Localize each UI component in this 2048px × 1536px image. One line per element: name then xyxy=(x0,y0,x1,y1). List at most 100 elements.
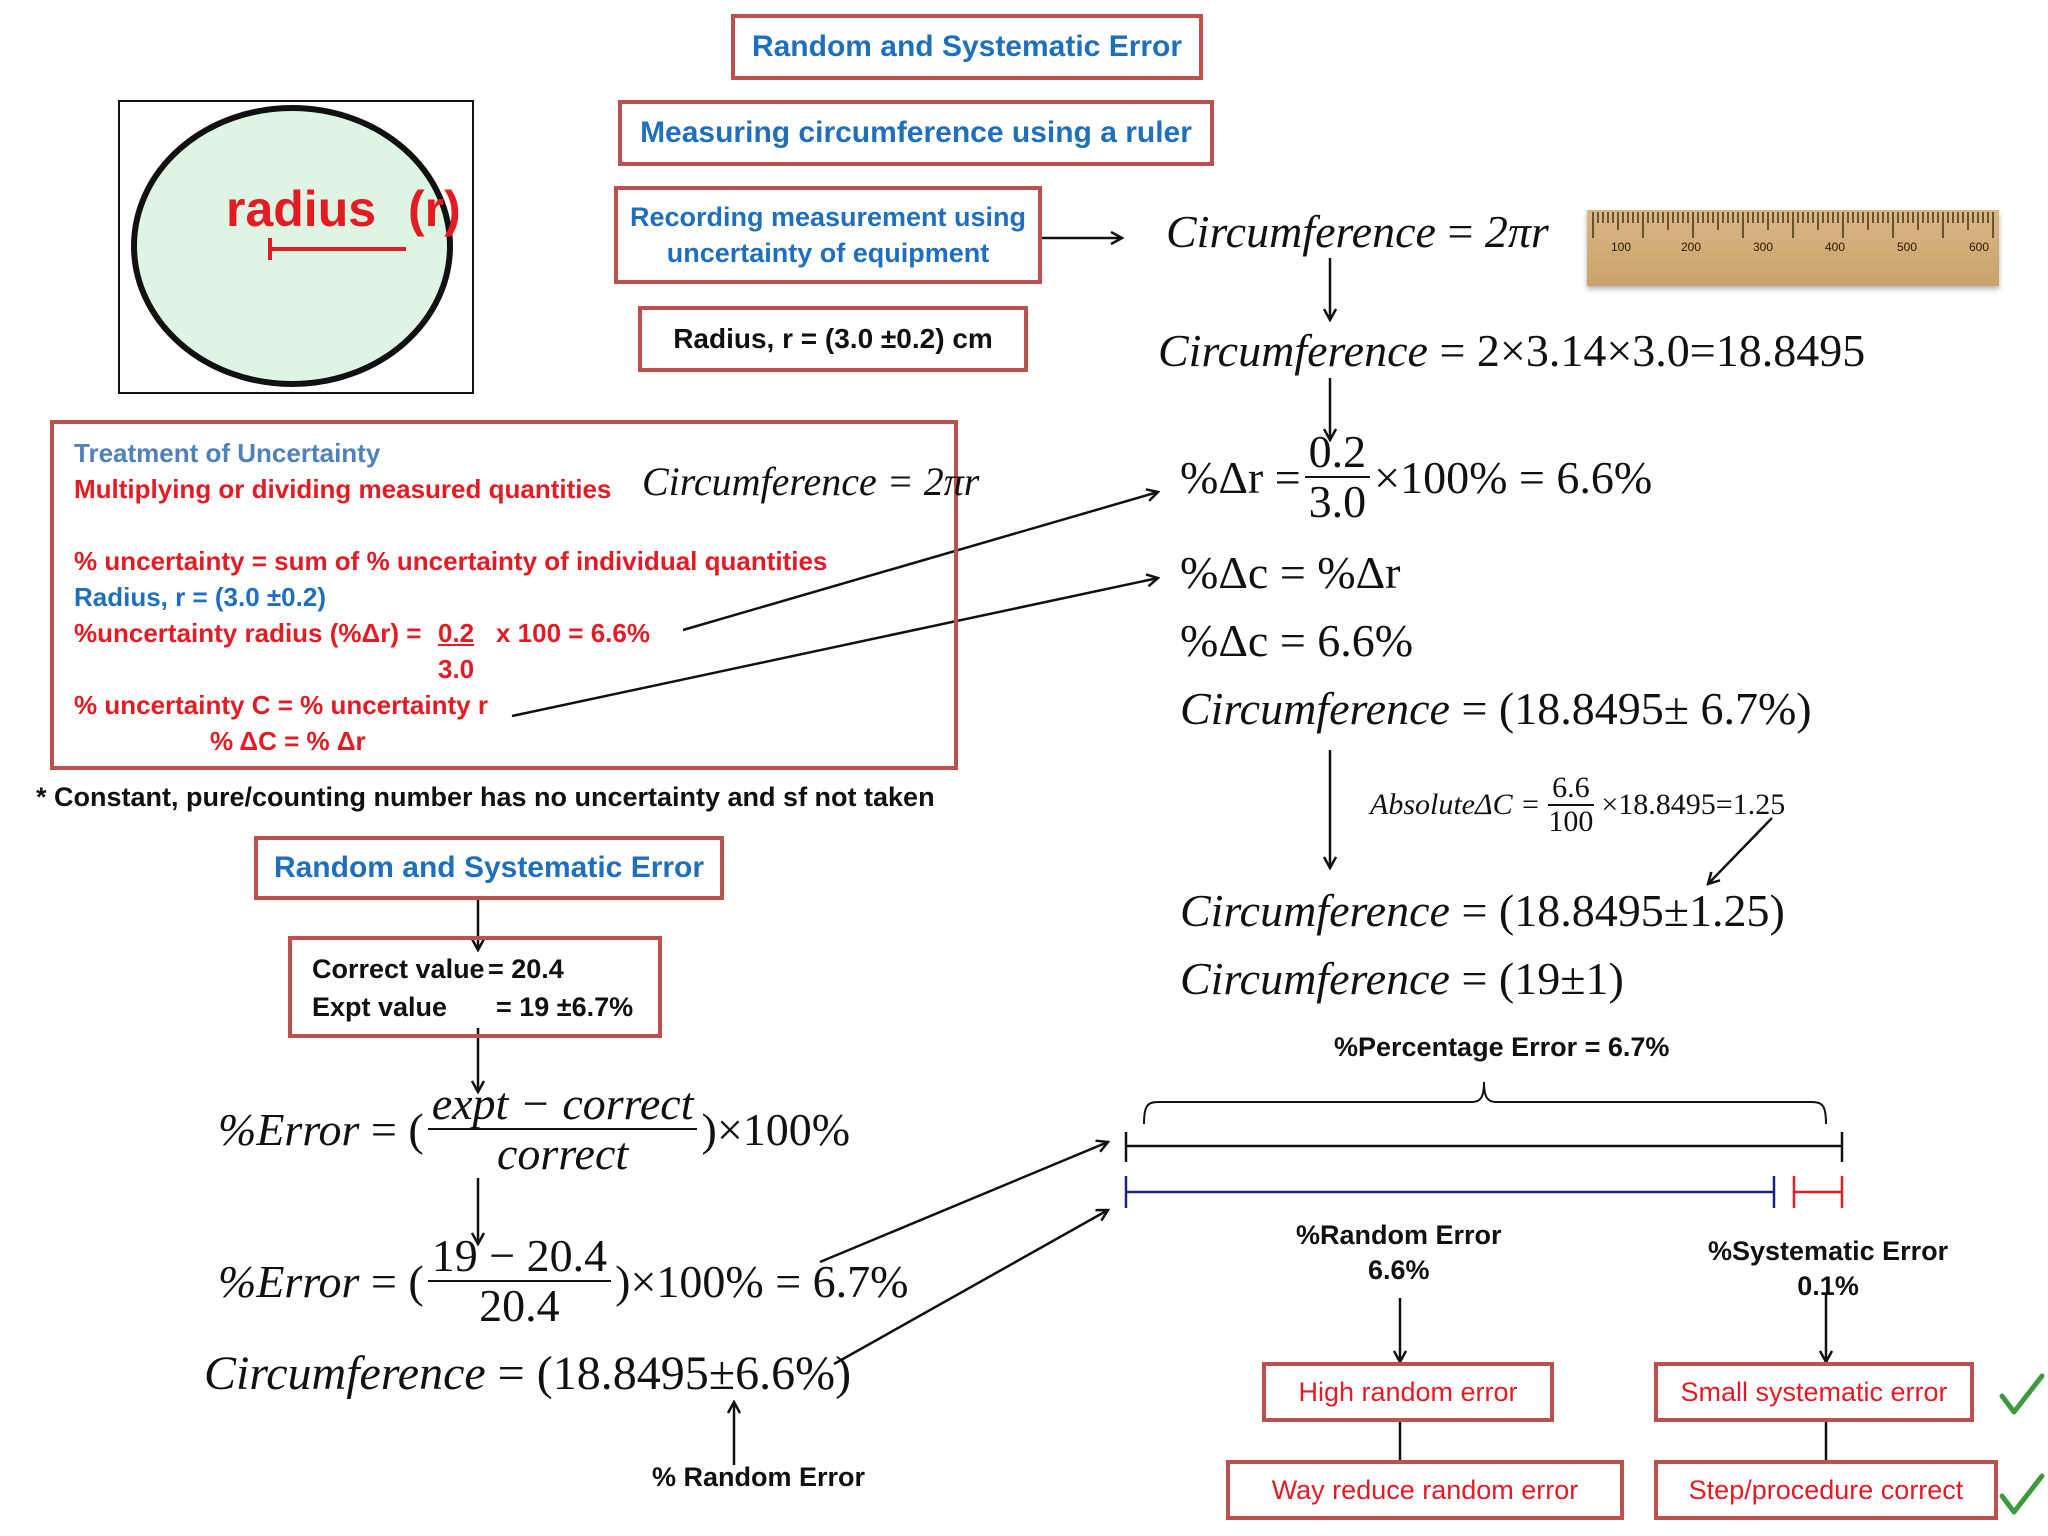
arrow-abs-to-circ4 xyxy=(1708,817,1773,884)
high-random-box: High random error xyxy=(1262,1362,1554,1422)
err2-den: 20.4 xyxy=(479,1280,560,1332)
systematic-error-value: 0.1% xyxy=(1797,1271,1859,1302)
ruler-label-400: 400 xyxy=(1825,240,1846,254)
correct-value: = 20.4 xyxy=(488,954,564,984)
circ-random-equals: = xyxy=(485,1347,537,1400)
percentage-error-label: %Percentage Error = 6.7% xyxy=(1334,1032,1670,1062)
pct-radius-den: 3.0 xyxy=(438,654,475,684)
err-den: correct xyxy=(497,1128,629,1180)
err-num: expt − correct xyxy=(427,1079,698,1131)
radius-box-text: Radius, r = (3.0 ±0.2) cm xyxy=(673,323,993,354)
reduce-random-box: Way reduce random error xyxy=(1226,1460,1624,1520)
err-lhs: %Error xyxy=(218,1103,360,1155)
arrow-pct-c-to-dc xyxy=(511,578,1158,718)
abs-den: 100 xyxy=(1548,804,1594,838)
delta-c-formula-2: %Δc = 6.6% xyxy=(1180,615,1414,666)
circ-random-formula: Circumference = (18.8495±6.6%) xyxy=(204,1346,851,1401)
arrow-error2-to-bars xyxy=(819,1142,1108,1264)
treatment-formula: Circumference = 2πr xyxy=(642,458,979,505)
arrow-pct-radius-to-dr xyxy=(682,492,1158,632)
circ3-lhs: Circumference xyxy=(1180,683,1450,734)
random-error-caption: % Random Error xyxy=(652,1462,866,1492)
circ-random-lhs: Circumference xyxy=(204,1347,486,1400)
step-correct-text: Step/procedure correct xyxy=(1688,1474,1964,1505)
ruler-label-100: 100 xyxy=(1611,240,1632,254)
reduce-random-text: Way reduce random error xyxy=(1271,1474,1579,1505)
random-systematic-box: Random and Systematic Error xyxy=(254,836,724,900)
pct-radius-num: 0.2 xyxy=(438,618,475,648)
dr-den: 3.0 xyxy=(1308,476,1367,528)
recording-line-1: Recording measurement using xyxy=(629,201,1027,232)
circ1-lhs: Circumference xyxy=(1166,206,1436,257)
circ3-equals: = xyxy=(1449,683,1499,734)
radius-label: radius xyxy=(226,181,377,237)
ruler-label-300: 300 xyxy=(1753,240,1774,254)
err2-close-paren: ) xyxy=(615,1255,631,1307)
circ3-rhs: (18.8495± 6.7%) xyxy=(1498,683,1812,734)
treatment-radius: Radius, r = (3.0 ±0.2) xyxy=(74,582,326,612)
treatment-rule: % uncertainty = sum of % uncertainty of … xyxy=(74,546,828,576)
err2-num: 19 − 20.4 xyxy=(427,1231,612,1283)
random-error-value: 6.6% xyxy=(1368,1255,1430,1286)
equals-sign: = xyxy=(876,459,924,504)
radius-box: Radius, r = (3.0 ±0.2) cm xyxy=(638,306,1028,372)
circle-diagram xyxy=(131,105,453,387)
circ2-rhs: 2×3.14×3.0=18.8495 xyxy=(1476,325,1866,376)
title-box: Random and Systematic Error xyxy=(731,14,1203,80)
circ-formula-2: Circumference = 2×3.14×3.0=18.8495 xyxy=(1158,324,1865,377)
err2-equals-paren: = ( xyxy=(359,1255,424,1307)
abs-rhs: ×18.8495=1.25 xyxy=(1601,787,1786,821)
expt-label: Expt value xyxy=(312,992,448,1022)
radius-symbol: (r) xyxy=(408,181,461,237)
page-title: Random and Systematic Error xyxy=(751,30,1183,63)
page-subtitle: Measuring circumference using a ruler xyxy=(640,116,1192,149)
random-error-label: %Random Error 6.6% xyxy=(1296,1218,1502,1288)
check-icon-1 xyxy=(1999,1373,2045,1415)
step-correct-box: Step/procedure correct xyxy=(1654,1460,1998,1520)
circ5-lhs: Circumference xyxy=(1180,953,1450,1004)
dr-num: 0.2 xyxy=(1304,427,1371,479)
ruler: 100 200 300 400 500 600 xyxy=(1587,210,1999,286)
treatment-formula-lhs: Circumference xyxy=(642,459,877,504)
high-random-text: High random error xyxy=(1298,1376,1518,1407)
correct-label: Correct value xyxy=(312,954,485,984)
circle-figure: radius (r) xyxy=(118,100,474,394)
systematic-error-title: %Systematic Error xyxy=(1708,1236,1949,1266)
recording-line-2: uncertainty of equipment xyxy=(666,238,990,268)
treatment-formula-rhs: 2πr xyxy=(923,459,980,504)
circ-random-rhs: (18.8495±6.6%) xyxy=(536,1347,852,1400)
circ4-rhs: (18.8495±1.25) xyxy=(1498,885,1785,936)
pct-radius-tail: x 100 = 6.6% xyxy=(496,618,650,648)
treatment-subtitle: Multiplying or dividing measured quantit… xyxy=(74,474,612,504)
circle-shape xyxy=(131,105,453,387)
dr-rhs: ×100% = 6.6% xyxy=(1374,451,1653,503)
circ-formula-4: Circumference = (18.8495±1.25) xyxy=(1180,884,1785,937)
circ1-equals: = xyxy=(1435,206,1485,257)
circ5-rhs: (19±1) xyxy=(1498,953,1624,1004)
circ5-equals: = xyxy=(1449,953,1499,1004)
dr-lhs: %Δr = xyxy=(1180,451,1301,503)
ruler-ticks xyxy=(1592,212,1994,238)
pct-c-label: % uncertainty C = % uncertainty r xyxy=(74,690,488,720)
circ1-rhs: 2πr xyxy=(1484,206,1549,257)
recording-box: Recording measurement using uncertainty … xyxy=(614,186,1042,284)
values-box: Correct value = 20.4 Expt value = 19 ±6.… xyxy=(288,936,662,1038)
expt-value: = 19 ±6.7% xyxy=(496,992,634,1022)
err-tail: ×100% xyxy=(716,1103,851,1155)
err-close-paren: ) xyxy=(701,1103,717,1155)
pct-delta-label: % ΔC = % Δr xyxy=(210,726,366,756)
err-equals-paren: = ( xyxy=(359,1103,424,1155)
abs-lhs: AbsoluteΔC = xyxy=(1370,787,1541,821)
small-systematic-box: Small systematic error xyxy=(1654,1362,1974,1422)
subtitle-box: Measuring circumference using a ruler xyxy=(618,100,1214,166)
err2-tail: ×100% = 6.7% xyxy=(630,1255,909,1307)
